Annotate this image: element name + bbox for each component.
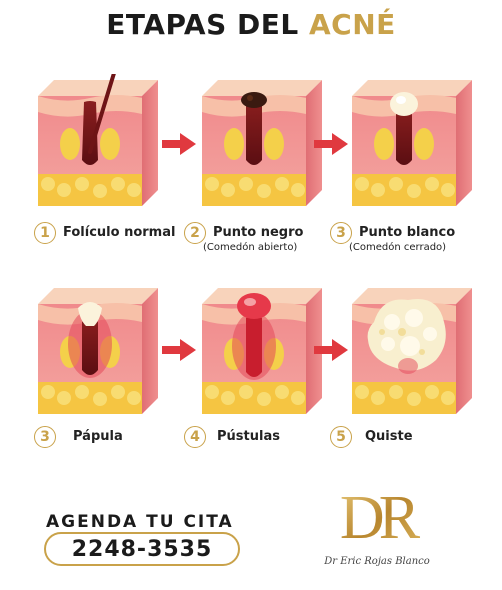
stage-6-number: 5 <box>330 426 352 448</box>
stage-6-name: Quiste <box>365 429 413 444</box>
stage-4-name: Pápula <box>73 429 123 444</box>
stage-1-number: 1 <box>34 222 56 244</box>
stage-3-subtitle: (Comedón cerrado) <box>349 242 447 253</box>
stage-3-label: 3 Punto blanco (Comedón cerrado) <box>330 222 455 254</box>
stage-1-label: 1 Folículo normal <box>34 222 175 244</box>
stage-4-label: 3 Pápula <box>34 426 123 448</box>
stage-4-illustration <box>38 282 158 414</box>
stage-3-illustration <box>352 74 472 206</box>
page-title: ETAPAS DEL ACNÉ <box>0 8 502 41</box>
stage-5-label: 4 Pústulas <box>184 426 280 448</box>
stage-6-label: 5 Quiste <box>330 426 413 448</box>
stage-2-label: 2 Punto negro (Comedón abierto) <box>184 222 303 254</box>
arrow-right-icon <box>314 133 348 155</box>
stage-3-number: 3 <box>330 222 352 244</box>
stage-2-subtitle: (Comedón abierto) <box>203 242 298 253</box>
stage-5-name: Pústulas <box>217 429 280 444</box>
stage-4-number: 3 <box>34 426 56 448</box>
stage-1-illustration <box>38 74 158 206</box>
stage-6-illustration <box>352 282 472 414</box>
arrow-right-icon <box>162 339 196 361</box>
stage-5-number: 4 <box>184 426 206 448</box>
stage-1-name: Folículo normal <box>63 225 176 240</box>
arrow-right-icon <box>162 133 196 155</box>
stage-2-name: Punto negro <box>213 225 304 240</box>
title-part-2: ACNÉ <box>308 8 396 41</box>
title-part-1: ETAPAS DEL <box>106 8 309 41</box>
brand-signature: Dr Eric Rojas Blanco <box>323 556 430 567</box>
arrow-right-icon <box>314 339 348 361</box>
brand-logo: DR Dr Eric Rojas Blanco <box>302 478 452 578</box>
stage-2-illustration <box>202 74 322 206</box>
agenda-label: AGENDA TU CITA <box>46 512 234 532</box>
phone-number-button[interactable]: 2248-3535 <box>44 532 240 566</box>
stage-2-number: 2 <box>184 222 206 244</box>
stage-3-name: Punto blanco <box>359 225 456 240</box>
stage-5-illustration <box>202 282 322 414</box>
brand-monogram: DR <box>340 484 421 552</box>
